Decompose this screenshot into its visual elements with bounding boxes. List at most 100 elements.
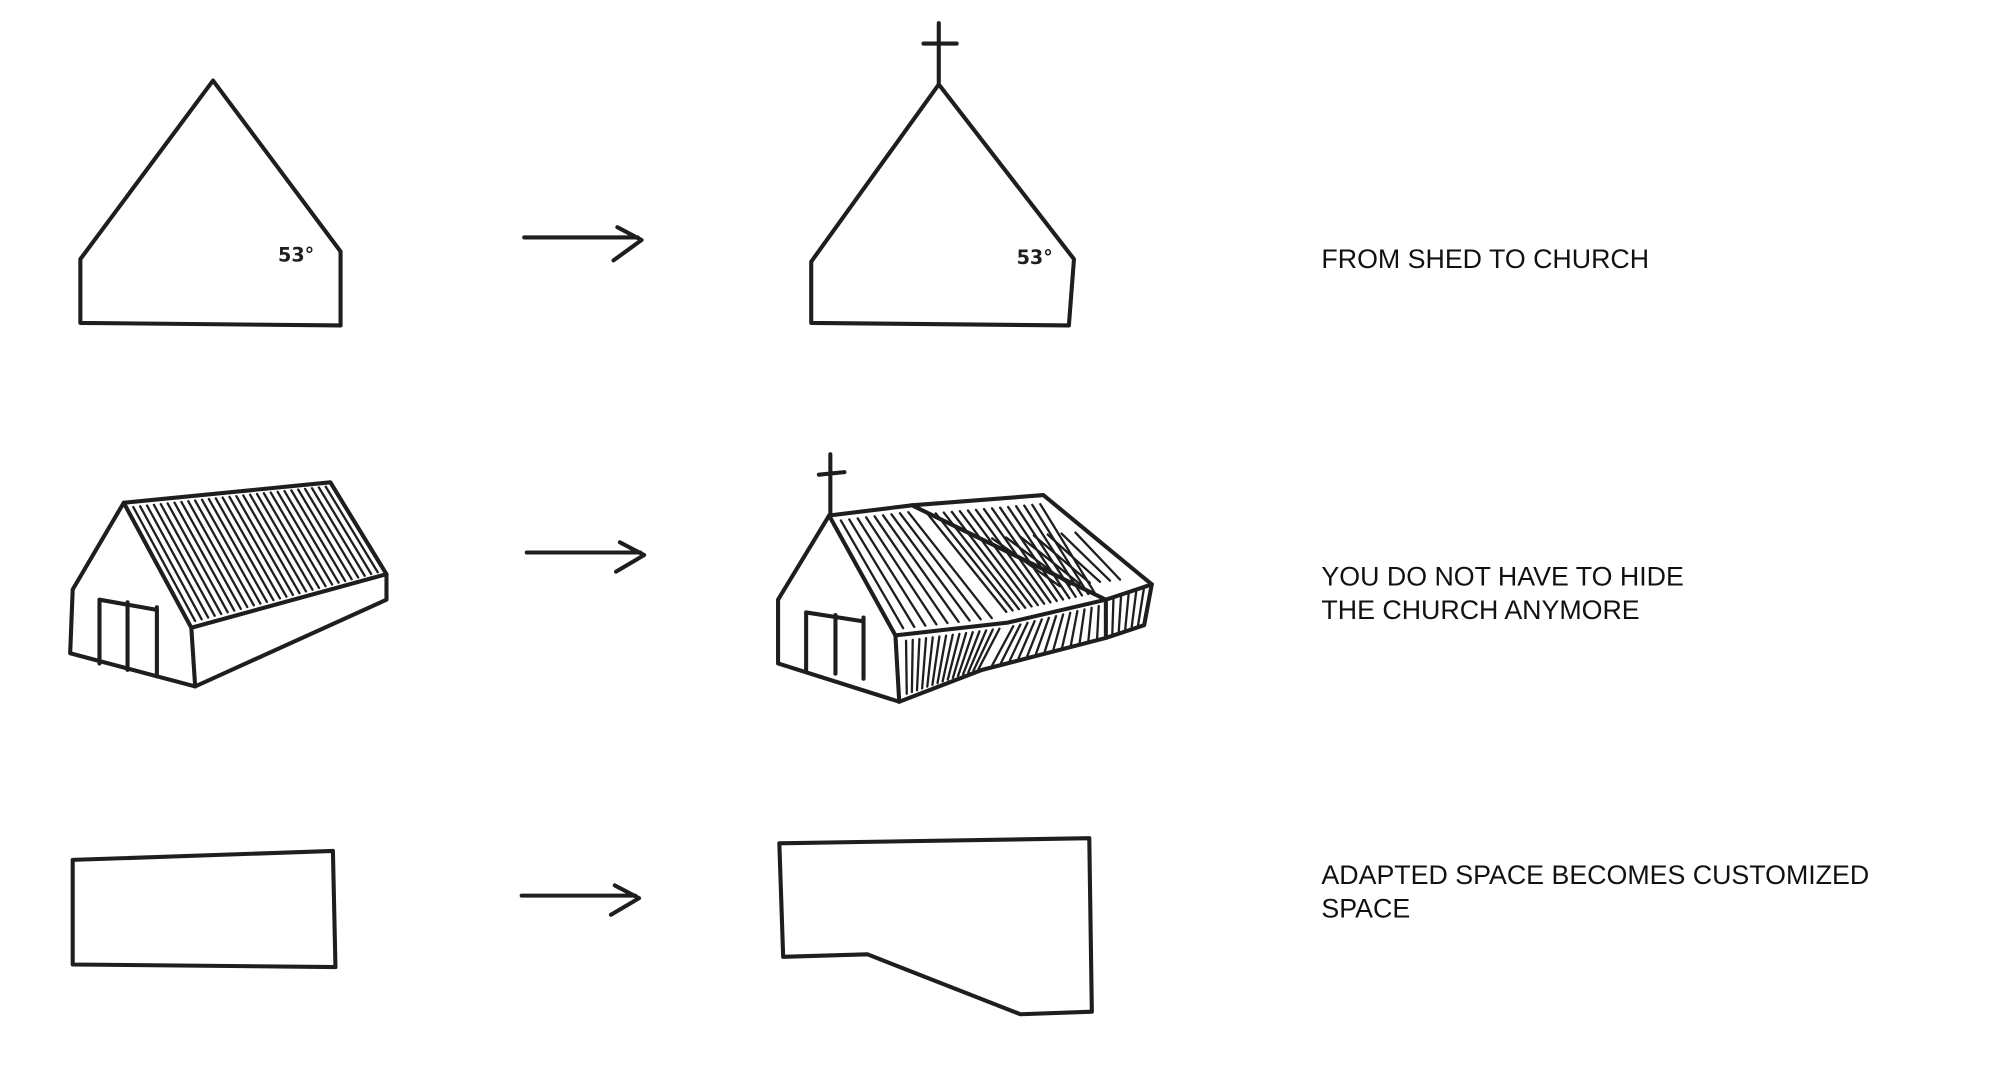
hatch-line [180,500,242,610]
hatch-line [1130,590,1138,629]
hatch-line [297,488,353,581]
hatch-line [967,629,988,674]
row-1: 53° 53° FROM SHED TO CHURCH [78,21,1649,328]
hatch-line [1004,536,1071,587]
hatch-line [898,512,982,621]
hatch-line [931,635,941,687]
hatch-line [942,511,1021,611]
hatch-line [1052,613,1065,651]
hatch-line [848,518,916,629]
shed-perspective [68,480,389,689]
hatch-line [194,499,255,607]
hatch-line [152,503,216,617]
hatch-line [303,487,360,579]
church-angle-label: 53° [1017,246,1053,269]
hatch-line [1095,604,1100,640]
hatch-line [890,513,971,622]
arrow-icon [522,225,644,263]
caption-row-2-line-2: THE CHURCH ANYMORE [1321,595,1639,625]
hatch-line [881,514,960,623]
church-perspective [776,452,1154,704]
hatch-line [317,486,373,576]
hatch-line [946,632,961,681]
hatch-line [173,501,236,612]
hatch-line [958,510,1033,608]
hatch-line [159,502,223,616]
caption-row-3-line-1: ADAPTED SPACE BECOMES CUSTOMIZED [1321,860,1869,890]
hatch-line [904,639,908,695]
hatch-line [235,495,295,597]
hatch-line [950,510,1027,609]
shed-door [97,597,159,679]
hatch-line [934,512,1014,612]
hatch-line [941,633,954,683]
hatch-line [145,504,210,619]
hatch-line [974,508,1046,605]
hatch-line [998,506,1065,601]
hatch-line [187,500,249,609]
hatch-line [966,509,1039,607]
hatch-line [1061,611,1072,649]
hatch-line [242,494,301,595]
hatch-line [283,489,340,584]
hatch-line [221,496,282,600]
hatch-line [1087,606,1093,642]
hatch-line [915,637,921,692]
hatch-line [1026,618,1043,658]
hatch-line [920,637,928,690]
hatch-line [1074,531,1122,581]
cross-icon [816,452,847,518]
caption-row-2-line-1: YOU DO NOT HAVE TO HIDE [1321,562,1683,592]
arrow-icon [524,540,647,574]
hatch-line [1111,598,1115,635]
hatch-line [1032,534,1092,585]
hatch-line [269,491,327,588]
hatch-line [926,636,934,688]
hatch-line [1124,593,1130,631]
hatch-line [1117,595,1123,633]
hatch-line [1069,609,1079,646]
hatch-line [1046,533,1102,583]
hatch-line [972,628,994,672]
caption-row-1: FROM SHED TO CHURCH [1321,244,1649,274]
hatch-line [166,502,229,614]
hatch-line [1017,620,1036,660]
hatch-line [255,492,314,591]
shed-angle-label: 53° [278,244,314,267]
hatch-line [856,517,927,627]
hatch-line [1136,588,1145,627]
church-door [804,610,866,681]
hatch-line [248,493,308,593]
hatch-line [228,495,288,598]
hatch-line [991,625,1015,667]
hatch-line [990,507,1058,603]
hatch-line [977,627,1001,671]
hatch-line [214,497,275,602]
hatch-line [276,490,334,586]
hatch-line [1031,503,1090,596]
hatch-line [907,511,993,620]
hatch-line [132,505,197,623]
hatch-line [864,516,938,626]
hatch-line [1034,616,1051,655]
hatch-line [1008,621,1029,662]
row-2: YOU DO NOT HAVE TO HIDE THE CHURCH ANYMO… [68,452,1684,704]
hatch-line [991,537,1061,588]
shed-section [78,78,343,328]
hatch-line [1018,535,1082,586]
cross-icon [921,21,959,87]
hatch-line [290,489,347,583]
hatch-line [324,485,379,574]
hatch-line [139,505,203,621]
caption-row-3-line-2: SPACE [1321,893,1410,923]
hatch-line [200,498,262,605]
hatch-line [962,630,981,676]
customized-space-plan [777,836,1094,1017]
hatch-line [956,631,974,678]
hatch-line [207,497,269,604]
row-3: ADAPTED SPACE BECOMES CUSTOMIZED SPACE [70,836,1869,1017]
hatch-line [310,487,366,577]
hatch-line [262,492,321,590]
hatch-line [999,623,1022,664]
